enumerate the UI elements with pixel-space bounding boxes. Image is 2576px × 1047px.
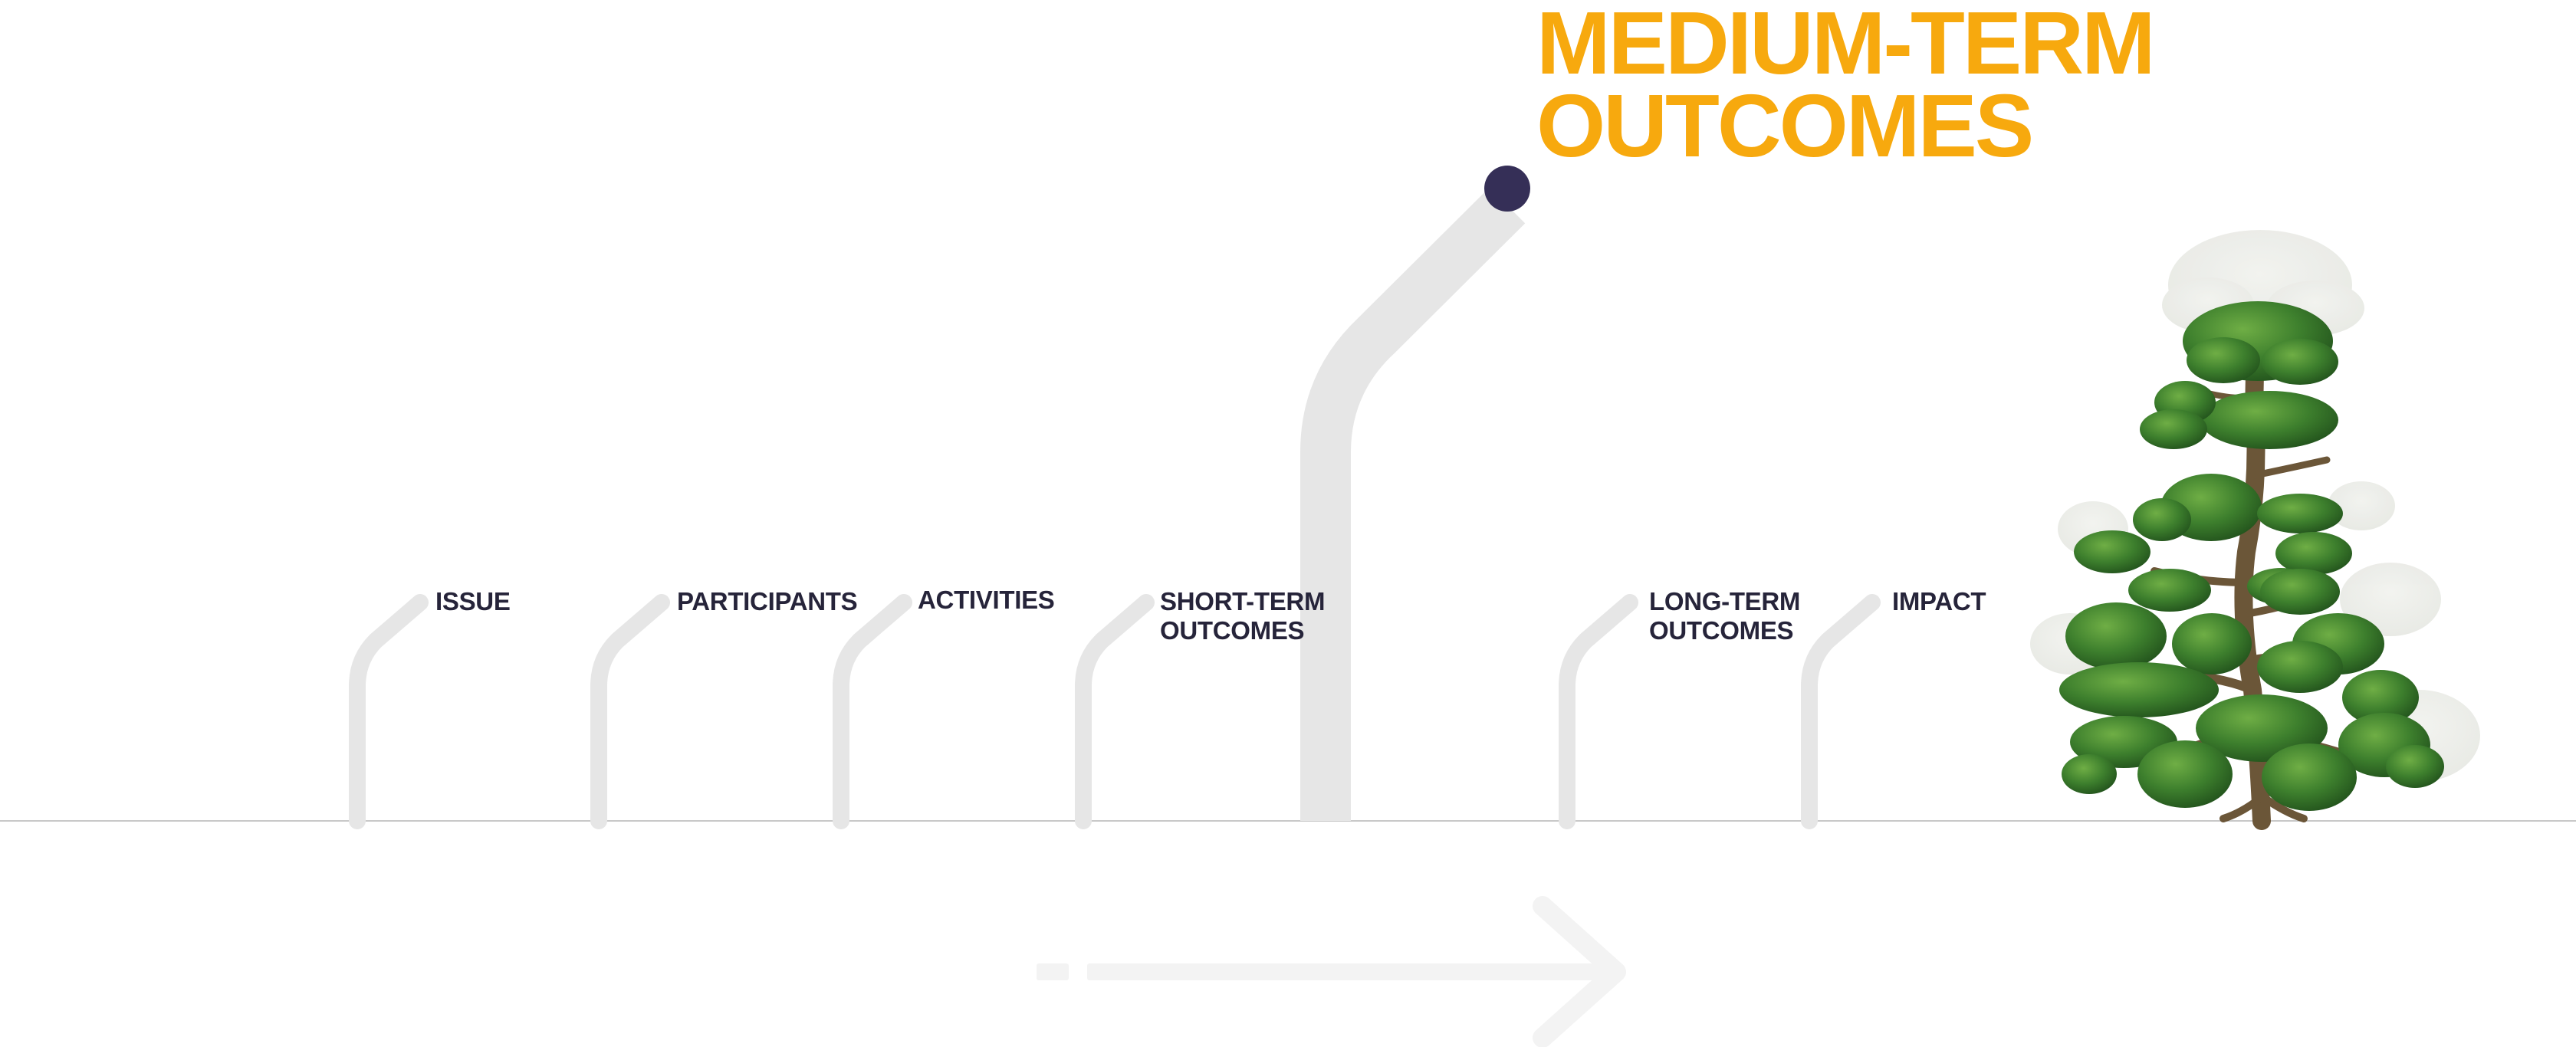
stage-label-line: LONG-TERM	[1649, 587, 1801, 615]
stage-label-line: IMPACT	[1892, 587, 1986, 615]
stem-impact	[1801, 594, 1881, 829]
stage-label-participants: PARTICIPANTS	[677, 587, 858, 616]
stage-label-line: OUTCOMES	[1160, 616, 1305, 645]
marker-dot-icon	[1484, 166, 1530, 212]
stage-label-line: ACTIVITIES	[918, 586, 1055, 614]
highlighted-stage-title: MEDIUM-TERM OUTCOMES	[1536, 0, 2156, 176]
stage-label-impact: IMPACT	[1892, 587, 1986, 616]
stem-participants	[590, 594, 670, 829]
stem-issue	[349, 594, 429, 829]
stage-label-short-term-outcomes: SHORT-TERM OUTCOMES	[1160, 587, 1325, 645]
stem-short-term-outcomes	[1075, 594, 1155, 829]
stage-label-line: SHORT-TERM	[1160, 587, 1326, 615]
stage-label-long-term-outcomes: LONG-TERM OUTCOMES	[1649, 587, 1800, 645]
stage-label-line: OUTCOMES	[1649, 616, 1794, 645]
stage-stems	[349, 594, 1881, 829]
stem-medium-term-outcomes	[1300, 187, 1526, 821]
highlight-title-line-1: MEDIUM-TERM	[1536, 0, 2156, 93]
stem-activities	[833, 594, 912, 829]
stage-label-line: ISSUE	[435, 587, 511, 615]
tree-icon	[2030, 230, 2480, 830]
stage-label-line: PARTICIPANTS	[677, 587, 858, 615]
arrow-right-icon	[1037, 896, 1626, 1047]
highlight-title-line-2: OUTCOMES	[1536, 76, 2034, 176]
stage-label-activities: ACTIVITIES	[918, 586, 1055, 615]
stage-label-issue: ISSUE	[435, 587, 511, 616]
stem-long-term-outcomes	[1559, 594, 1638, 829]
